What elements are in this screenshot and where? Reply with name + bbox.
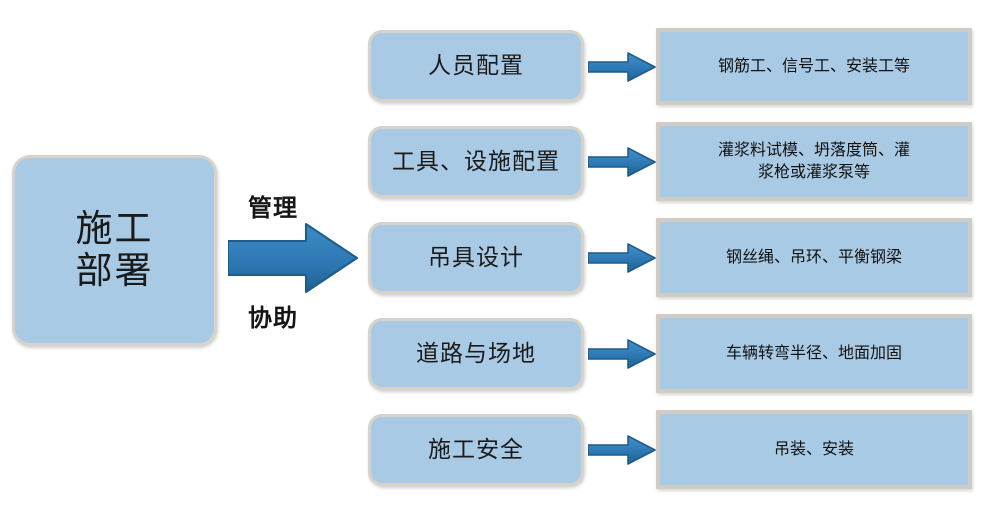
root-node-construction-deployment[interactable]: 施工 部署 <box>12 155 217 346</box>
branch-node-2-label: 工具、设施配置 <box>392 149 560 175</box>
detail-node-2-label: 灌浆料试模、坍落度筒、灌 浆枪或灌浆泵等 <box>717 141 910 181</box>
root-node-label: 施工 部署 <box>75 209 154 292</box>
branch-arrow-3 <box>588 243 656 273</box>
edge-label-top: 管理 <box>248 195 298 222</box>
branch-node-4-label: 道路与场地 <box>416 341 536 367</box>
branch-arrow-1 <box>588 52 656 82</box>
detail-node-5-label: 吊装、安装 <box>773 440 854 458</box>
branch-node-2[interactable]: 工具、设施配置 <box>368 126 584 198</box>
edge-label-bottom: 协助 <box>248 305 298 332</box>
branch-node-5-label: 施工安全 <box>428 437 524 463</box>
main-arrow <box>228 222 358 294</box>
detail-node-1-label: 钢筋工、信号工、安装工等 <box>717 57 910 75</box>
detail-node-3-label: 钢丝绳、吊环、平衡钢梁 <box>725 248 902 266</box>
branch-node-3[interactable]: 吊具设计 <box>368 222 584 294</box>
branch-node-5[interactable]: 施工安全 <box>368 414 584 486</box>
detail-node-5[interactable]: 吊装、安装 <box>656 410 972 489</box>
detail-node-4-label: 车辆转弯半径、地面加固 <box>725 344 902 362</box>
branch-node-3-label: 吊具设计 <box>428 245 524 271</box>
branch-arrow-5 <box>588 435 656 465</box>
detail-node-2[interactable]: 灌浆料试模、坍落度筒、灌 浆枪或灌浆泵等 <box>656 122 972 201</box>
detail-node-3[interactable]: 钢丝绳、吊环、平衡钢梁 <box>656 218 972 297</box>
branch-arrow-2 <box>588 147 656 177</box>
branch-arrow-4 <box>588 339 656 369</box>
branch-node-4[interactable]: 道路与场地 <box>368 318 584 390</box>
branch-node-1-label: 人员配置 <box>428 53 524 79</box>
detail-node-4[interactable]: 车辆转弯半径、地面加固 <box>656 314 972 393</box>
detail-node-1[interactable]: 钢筋工、信号工、安装工等 <box>656 28 972 105</box>
branch-node-1[interactable]: 人员配置 <box>368 30 584 102</box>
